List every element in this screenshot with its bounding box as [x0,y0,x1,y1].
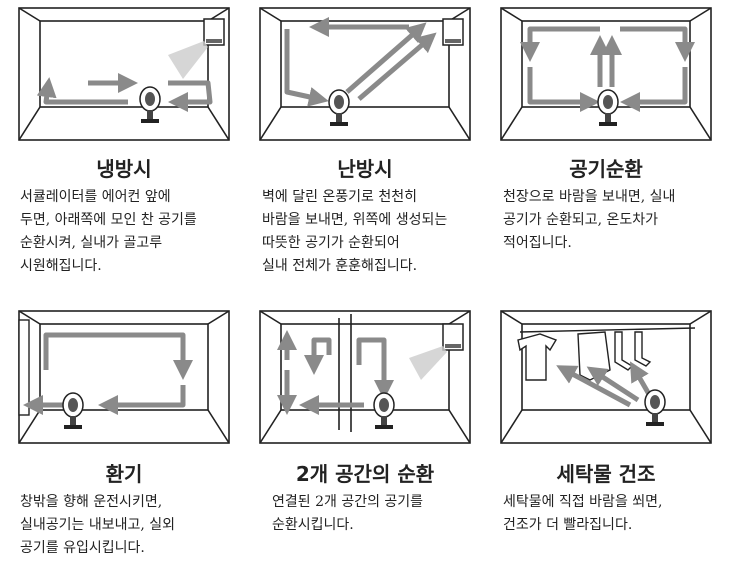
laundry-drying-illustration [500,310,712,444]
desc-line: 창밖을 향해 운전시키면, [20,494,163,510]
desc-line: 바람을 보내면, 위쪽에 생성되는 [262,212,448,228]
panel-desc-cooling: 서큘레이터를 에어컨 앞에 두면, 아래쪽에 모인 찬 공기를 순환시켜, 실내… [20,186,197,278]
desc-line: 실내공기는 내보내고, 실외 [20,517,176,533]
desc-line: 시원해집니다. [20,258,102,274]
desc-line: 건조가 더 빨라집니다. [503,517,633,533]
panel-desc-air-circulation: 천장으로 바람을 보내면, 실내 공기가 순환되고, 온도차가 적어집니다. [503,186,675,255]
panel-desc-heating: 벽에 달린 온풍기로 천천히 바람을 보내면, 위쪽에 생성되는 따뜻한 공기가… [262,186,447,278]
desc-line: 순환시켜, 실내가 골고루 [20,235,163,251]
air-circulation-illustration [500,7,712,141]
desc-line: 벽에 달린 온풍기로 천천히 [262,189,418,205]
desc-line: 적어집니다. [503,235,572,251]
desc-line: 순환시킵니다. [272,517,354,533]
panel-desc-two-rooms: 연결된 2개 공간의 공기를 순환시킵니다. [272,491,423,537]
desc-line: 서큘레이터를 에어컨 앞에 [20,189,171,205]
panel-title-laundry-drying: 세탁물 건조 [556,462,656,486]
heating-illustration [259,7,471,141]
desc-line: 공기가 순환되고, 온도차가 [503,212,659,228]
cooling-illustration [18,7,230,141]
two-rooms-illustration [259,310,471,444]
panel-title-two-rooms: 2개 공간의 순환 [295,462,435,486]
ventilation-illustration [18,310,230,444]
desc-line: 천장으로 바람을 보내면, 실내 [503,189,676,205]
panel-desc-laundry-drying: 세탁물에 직접 바람을 쐬면, 건조가 더 빨라집니다. [503,491,662,537]
panel-title-air-circulation: 공기순환 [569,157,643,181]
panel-title-cooling: 냉방시 [96,157,152,181]
desc-line: 연결된 2개 공간의 공기를 [272,494,424,510]
desc-line: 실내 전체가 훈훈해집니다. [262,258,418,274]
desc-line: 두면, 아래쪽에 모인 찬 공기를 [20,212,197,228]
panel-title-heating: 난방시 [337,157,393,181]
desc-line: 따뜻한 공기가 순환되어 [262,235,400,251]
panel-title-ventilation: 환기 [105,462,143,486]
panel-desc-ventilation: 창밖을 향해 운전시키면, 실내공기는 내보내고, 실외 공기를 유입시킵니다. [20,491,175,560]
desc-line: 세탁물에 직접 바람을 쐬면, [503,494,663,510]
desc-line: 공기를 유입시킵니다. [20,540,145,556]
